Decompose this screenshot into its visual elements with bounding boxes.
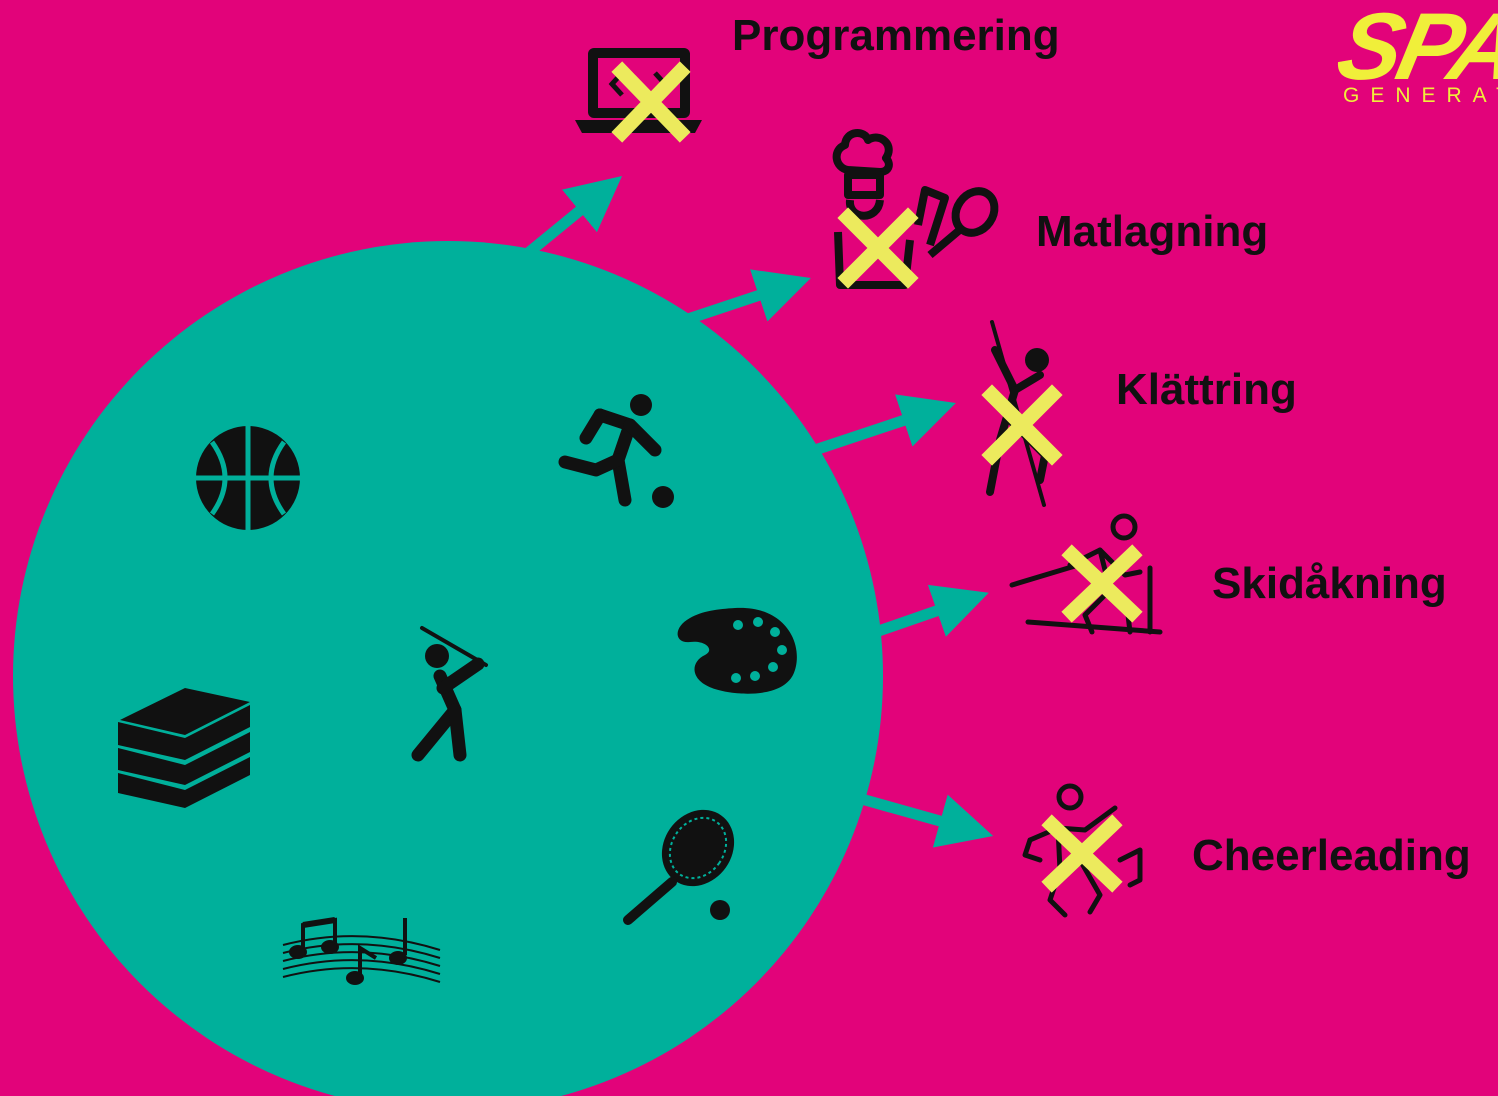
arrow-to-klattring [813, 394, 956, 456]
books-icon [118, 688, 250, 808]
basketball-icon [196, 426, 300, 530]
logo-subtitle: GENERAT [1343, 84, 1498, 107]
cross-skidakning [1061, 544, 1143, 623]
cross-matlagning [837, 207, 919, 289]
tennis-racket-icon [623, 809, 735, 925]
golfer-icon [411, 626, 488, 762]
cross-cheerleading [1041, 814, 1123, 893]
arrow-to-skidakning [868, 584, 989, 640]
arrow-to-cheerleading [856, 792, 994, 848]
cross-programmering [611, 61, 691, 143]
label-skidakning: Skidåkning [1212, 559, 1447, 608]
soccer-player-icon [558, 394, 674, 508]
chef-icon [832, 129, 999, 289]
music-notes-icon [282, 917, 441, 985]
logo: SPAR [1328, 0, 1498, 100]
paint-palette-icon [677, 607, 797, 694]
label-matlagning: Matlagning [1036, 207, 1269, 256]
label-programmering: Programmering [732, 11, 1060, 60]
label-klattring: Klättring [1116, 365, 1297, 414]
cross-klattring [981, 384, 1063, 466]
label-cheerleading: Cheerleading [1192, 831, 1471, 880]
